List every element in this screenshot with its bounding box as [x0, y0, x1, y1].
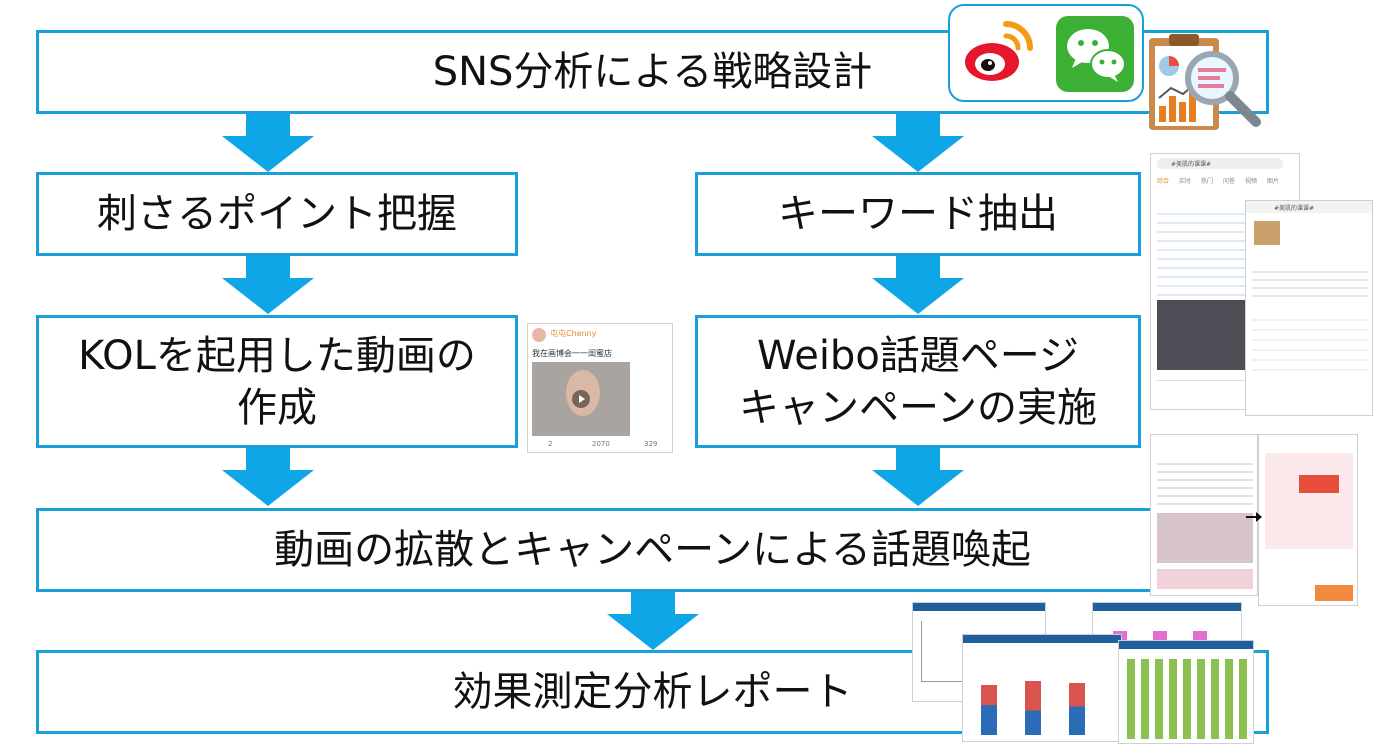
kol-stat-comment: 2070 [592, 440, 610, 448]
report-slide-4 [1118, 640, 1254, 744]
arrow-down-icon [222, 256, 314, 314]
kol-face [566, 370, 600, 416]
step-weibo-campaign-line2: キャンペーンの実施 [739, 384, 1097, 431]
report-slide-3-bar [1069, 683, 1085, 735]
magnifier-icon [1178, 46, 1264, 130]
campaign-ad-footer [1315, 585, 1353, 601]
kol-name: 屯屯Chenny [550, 329, 597, 338]
campaign-ad-banner [1265, 453, 1353, 549]
arrow-down-icon [872, 114, 964, 172]
kol-video-frame [532, 362, 630, 436]
step-insight-label: 刺さるポイント把握 [97, 191, 457, 237]
campaign-post-video [1157, 513, 1253, 563]
step-kol-video-line1: KOLを起用した動画の [78, 332, 476, 379]
step-weibo-campaign-line1: Weibo話題ページ [757, 332, 1079, 379]
report-slide-1-header [913, 603, 1045, 611]
weibo-topic-desc [1252, 265, 1368, 299]
report-slide-3-header [963, 635, 1121, 643]
step-report-label: 効果測定分析レポート [452, 669, 853, 715]
sns-icons-bubble [948, 4, 1144, 102]
weibo-topic-posts [1252, 311, 1368, 371]
step-weibo-campaign: Weibo話題ページ キャンペーンの実施 [695, 315, 1141, 448]
weibo-topic-cover [1254, 221, 1280, 245]
arrow-down-icon [607, 592, 699, 650]
weibo-search-bar: #美肌的课课# [1157, 158, 1283, 169]
report-slide-3-bar [1025, 681, 1041, 735]
kol-stat-share: 2 [548, 440, 553, 448]
weibo-tab: 视频 [1245, 178, 1258, 185]
weibo-tab: 热门 [1201, 178, 1214, 185]
step-kol-video-line2: 作成 [237, 384, 317, 431]
report-slide-3 [962, 634, 1122, 742]
arrow-down-icon [872, 448, 964, 506]
weibo-tab: 图片 [1267, 178, 1280, 185]
report-slide-2-header [1093, 603, 1241, 611]
step-insight: 刺さるポイント把握 [36, 172, 518, 256]
step-buzz: 動画の拡散とキャンペーンによる話題喚起 [36, 508, 1269, 592]
weibo-post-actions [1157, 380, 1295, 381]
step-buzz-label: 動画の拡散とキャンペーンによる話題喚起 [274, 527, 1031, 573]
weibo-tab: 实时 [1179, 178, 1192, 185]
step-strategy-design-label: SNS分析による戦略設計 [432, 49, 873, 95]
weibo-tab-bar: 综合 实时 热门 问答 视频 图片 [1157, 176, 1295, 186]
campaign-feed-screenshot [1150, 434, 1258, 596]
play-icon [572, 390, 590, 408]
weibo-topic-header-text: #美肌的课课# [1274, 205, 1315, 212]
report-slide-4-table [1127, 659, 1247, 739]
report-slide-2-bars [1113, 631, 1223, 641]
arrow-down-icon [222, 114, 314, 172]
weibo-icon [960, 16, 1036, 90]
campaign-post-images [1157, 569, 1253, 589]
wechat-icon [1056, 16, 1134, 92]
pointer-arrow-icon [1246, 508, 1262, 522]
step-kol-video: KOLを起用した動画の 作成 [36, 315, 518, 448]
step-keyword-label: キーワード抽出 [778, 191, 1058, 237]
kol-stat-like: 329 [644, 440, 658, 448]
weibo-tab: 问答 [1223, 178, 1236, 185]
arrow-down-icon [872, 256, 964, 314]
kol-avatar [532, 328, 546, 342]
weibo-tab: 综合 [1157, 178, 1170, 185]
campaign-ad-screenshot [1258, 434, 1358, 606]
weibo-topic-screenshot: #美肌的课课# [1245, 200, 1373, 416]
arrow-down-icon [222, 448, 314, 506]
kol-caption: 我在画博会一一闺蜜店 [532, 349, 612, 358]
campaign-post-text [1157, 457, 1253, 507]
report-slide-3-bar [981, 685, 997, 735]
weibo-topic-header: #美肌的课课# [1246, 201, 1372, 213]
campaign-ad-badge [1299, 475, 1339, 493]
report-slide-4-header [1119, 641, 1253, 649]
weibo-search-text: #美肌的课课# [1171, 161, 1212, 168]
kol-video-thumbnail: 屯屯Chenny 我在画博会一一闺蜜店 2 2070 329 [527, 323, 673, 453]
report-slide-1-chart [921, 621, 992, 682]
step-keyword: キーワード抽出 [695, 172, 1141, 256]
